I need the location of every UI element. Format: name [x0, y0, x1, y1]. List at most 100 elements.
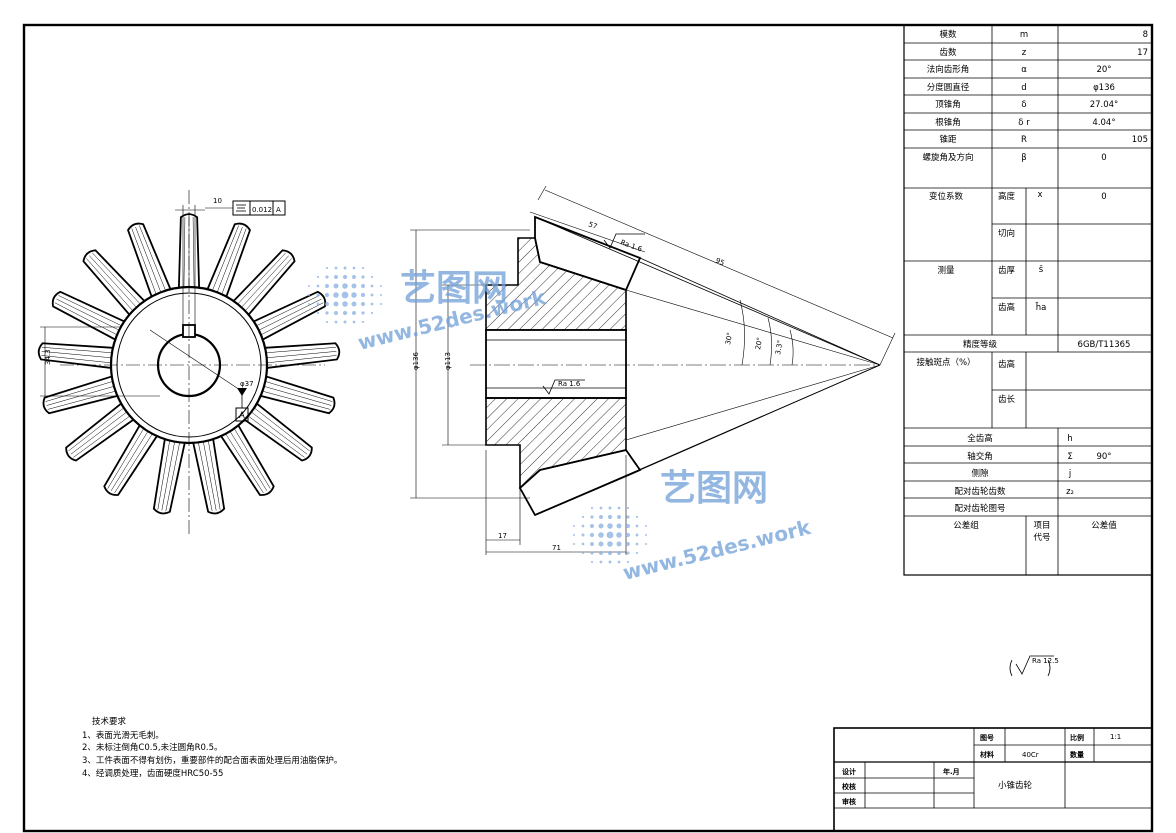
param2-label: 全齿高 [967, 433, 993, 444]
watermark-dot [325, 266, 329, 270]
outer-diameter-value: φ136 [412, 351, 420, 370]
watermark-dot [370, 275, 374, 279]
shift-sub-tangent: 切向 [998, 228, 1015, 239]
tooth-line [260, 302, 324, 336]
measure-label: 测量 [937, 266, 955, 276]
part-name: 小锥齿轮 [998, 780, 1033, 791]
tooth-line [107, 428, 144, 489]
watermark-dot [343, 266, 347, 270]
watermark-dot [616, 532, 622, 538]
note-line-4: 4、经调质处理，齿面硬度HRC50-55 [82, 768, 223, 779]
watermark-dot [361, 266, 365, 270]
watermark-dot [573, 525, 575, 527]
inner-diameter-value: φ113 [444, 352, 452, 370]
general-roughness [1009, 655, 1054, 677]
measure-height: 齿高 [998, 302, 1015, 313]
tooth-line [192, 217, 195, 288]
shift-symbol: x [1037, 190, 1042, 200]
gear-tooth [127, 222, 172, 297]
watermark-brand-1: 艺图网 [400, 268, 508, 309]
tooth-line [68, 407, 124, 452]
contact-length: 齿长 [998, 394, 1016, 405]
tooth-line [229, 431, 268, 491]
quantity-label: 数量 [1070, 750, 1084, 759]
tooth-line [262, 390, 331, 410]
watermark-dot [361, 302, 365, 306]
param-symbol: z [1022, 48, 1027, 58]
watermark-dot [308, 294, 310, 296]
watermark-globe-icon [308, 266, 382, 324]
watermark-dot [617, 551, 621, 555]
watermark-dot [351, 292, 357, 298]
param-symbol: d [1021, 83, 1026, 93]
gear-tooth [103, 424, 158, 496]
tooth-line [251, 411, 308, 455]
param-symbol: R [1021, 135, 1027, 145]
param2-label: 配对齿轮齿数 [954, 486, 1006, 497]
param2-symbol: z₂ [1066, 487, 1074, 497]
tooth-line [161, 441, 175, 511]
param-symbol: δ r [1018, 118, 1030, 128]
face-width-dim [529, 211, 646, 253]
watermark-dot [635, 533, 639, 537]
drawing-number-label: 图号 [980, 733, 994, 742]
watermark-dot [590, 542, 594, 546]
gear-tooth [192, 439, 226, 515]
gear-tooth [220, 424, 275, 496]
shift-sub-height: 高度 [998, 191, 1016, 202]
watermark-dot [616, 523, 622, 529]
tooth-line [114, 433, 153, 494]
tooth-line [256, 295, 320, 326]
watermark-dot [645, 534, 647, 536]
watermark-dot [581, 533, 585, 537]
watermark-dot [380, 294, 382, 296]
param-value: 0 [1101, 153, 1106, 163]
watermark-dot [645, 525, 647, 527]
watermark-globe-icon [573, 506, 647, 564]
keyway-depth-dim: 34.3 [44, 349, 52, 365]
watermark-dot [380, 285, 382, 287]
angle-value-2: 20° [754, 337, 764, 351]
tolerance-code-label: 代号 [1033, 532, 1050, 543]
design-label: 设计 [842, 767, 856, 776]
watermark-dot [333, 292, 339, 298]
tooth-line [42, 347, 112, 354]
tooth-line [89, 255, 137, 308]
param-value: 27.04° [1090, 100, 1119, 110]
param-value: 4.04° [1092, 118, 1115, 128]
gear-tooth [244, 402, 313, 462]
watermark-dot [370, 284, 374, 288]
watermark-dot [581, 515, 585, 519]
tooth-line [266, 355, 337, 364]
accuracy-label: 精度等级 [963, 339, 998, 350]
tolerance-datum: A [276, 206, 281, 214]
tooth-line [225, 433, 264, 494]
tooth-line [198, 442, 213, 512]
hub-length-value: 17 [498, 532, 507, 540]
watermark-dot [617, 515, 621, 519]
review-label: 审核 [842, 797, 856, 806]
tooth-line [244, 258, 292, 312]
title-block [833, 727, 1153, 832]
watermark-dot [351, 283, 357, 289]
watermark-dot [607, 550, 613, 556]
watermark-dot [607, 541, 613, 547]
roughness-general-value: Ra 12.5 [1032, 657, 1059, 665]
tooth-line [131, 228, 157, 295]
lower-tooth-profile [518, 448, 642, 517]
contact-label: 接触斑点（%） [916, 357, 975, 368]
note-line-2: 2、未标注倒角C0.5,未注圆角R0.5。 [82, 742, 223, 753]
watermark-dot [573, 543, 575, 545]
roughness-icon-1 [603, 233, 645, 249]
tooth-line [216, 226, 243, 293]
watermark-dot [617, 560, 621, 564]
measure-sym-height: h̄a [1035, 301, 1046, 313]
watermark-dot [370, 302, 374, 306]
notes-title: 技术要求 [92, 716, 127, 727]
watermark-dot [590, 551, 594, 555]
contact-height: 齿高 [998, 359, 1015, 370]
tooth-line [258, 298, 322, 331]
param-label: 螺旋角及方向 [922, 152, 973, 163]
watermark-dot [316, 311, 320, 315]
